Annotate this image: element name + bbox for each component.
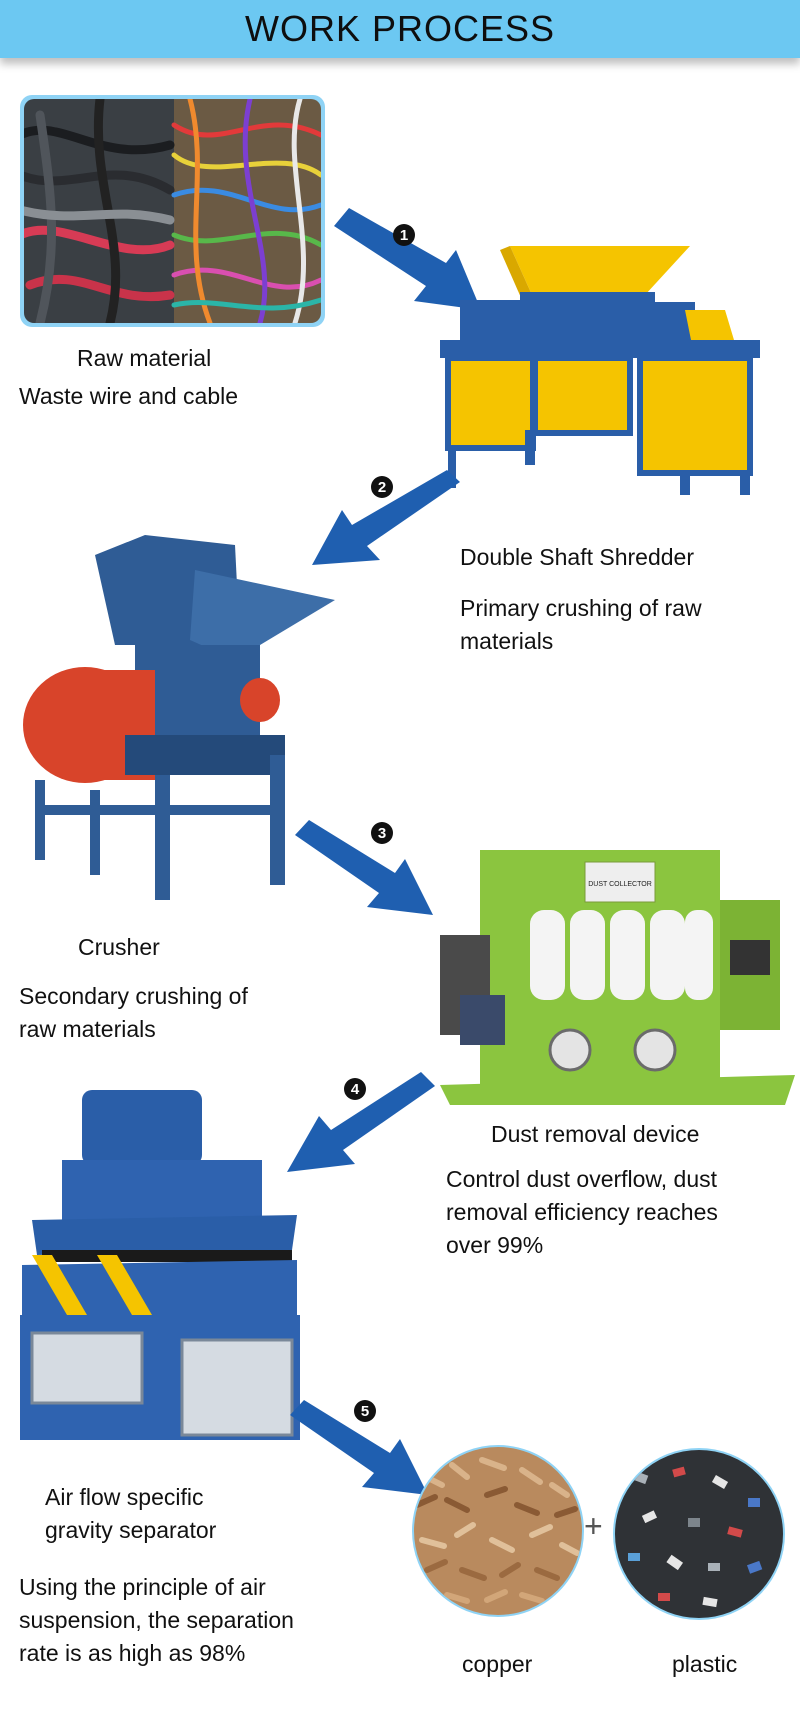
separator-description-line-1: Using the principle of air xyxy=(19,1574,266,1600)
arrow-step-2 xyxy=(312,470,460,570)
plus-sign: + xyxy=(584,1508,603,1544)
crusher-label: Crusher xyxy=(78,934,160,960)
step-number-4: 4 xyxy=(344,1078,366,1100)
copper-output-image xyxy=(412,1445,584,1617)
plastic-output-image xyxy=(613,1448,785,1620)
arrow-step-1 xyxy=(326,208,486,318)
copper-label: copper xyxy=(462,1651,533,1677)
raw-material-label: Raw material xyxy=(77,345,212,371)
dust-removal-description-line-1: Control dust overflow, dust xyxy=(446,1166,718,1192)
double-shaft-shredder-image xyxy=(440,240,780,500)
step-number-5: 5 xyxy=(354,1400,376,1422)
shredder-label: Double Shaft Shredder xyxy=(460,544,694,570)
step-number-2: 2 xyxy=(371,476,393,498)
dust-removal-device-image: DUST COLLECTOR xyxy=(440,840,795,1105)
arrow-step-3 xyxy=(295,815,435,915)
separator-label-line-1: Air flow specific xyxy=(45,1484,204,1510)
shredder-description-line-2: materials xyxy=(460,628,554,654)
arrow-step-5 xyxy=(290,1395,430,1495)
arrow-step-4 xyxy=(287,1072,435,1174)
crusher-description-line-2: raw materials xyxy=(19,1016,156,1042)
crusher-image xyxy=(15,530,340,910)
separator-description-line-2: suspension, the separation xyxy=(19,1607,294,1633)
dust-removal-description-line-3: over 99% xyxy=(446,1232,544,1258)
page-title: WORK PROCESS xyxy=(244,8,556,49)
dust-removal-label: Dust removal device xyxy=(491,1121,700,1147)
crusher-description-line-1: Secondary crushing of xyxy=(19,983,248,1009)
step-number-1: 1 xyxy=(393,224,415,246)
step-number-3: 3 xyxy=(371,822,393,844)
page-header: WORK PROCESS xyxy=(0,0,800,58)
shredder-description-line-1: Primary crushing of raw xyxy=(460,595,702,621)
separator-description-line-3: rate is as high as 98% xyxy=(19,1640,246,1666)
dust-removal-description-line-2: removal efficiency reaches xyxy=(446,1199,718,1225)
separator-label-line-2: gravity separator xyxy=(45,1517,217,1543)
air-flow-separator-image xyxy=(12,1085,307,1445)
dust-collector-sign: DUST COLLECTOR xyxy=(588,881,652,888)
plastic-label: plastic xyxy=(672,1651,738,1677)
raw-material-image xyxy=(20,95,325,327)
raw-material-description: Waste wire and cable xyxy=(19,383,239,409)
